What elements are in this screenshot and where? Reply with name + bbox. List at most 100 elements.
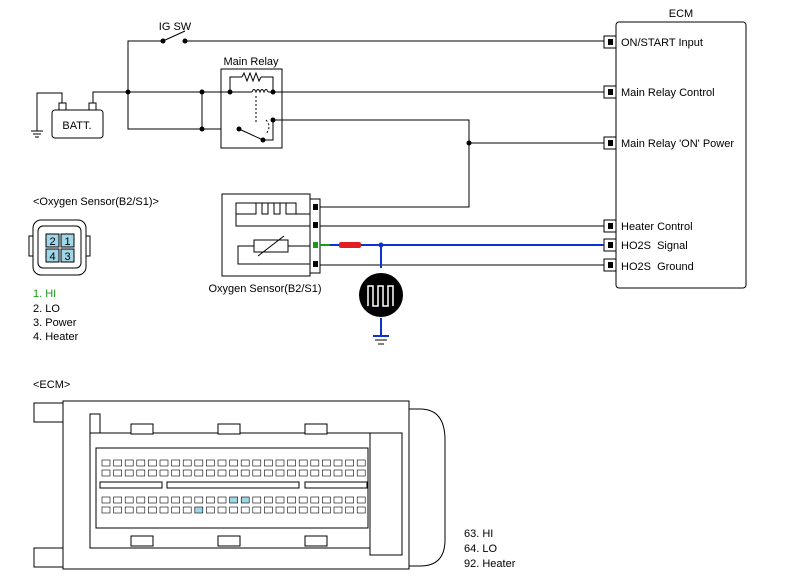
ecm-legend-64: 64. LO	[464, 543, 497, 555]
ecm-pin-cavity	[124, 506, 134, 514]
ecm-pin-cavity	[217, 469, 227, 477]
ecm-pin-cavity	[124, 459, 134, 467]
power-wires	[92, 40, 604, 130]
ecm-pin-cavity	[287, 496, 296, 504]
ecm-pin-cavity	[356, 506, 366, 514]
ecm-pin-cavity	[333, 469, 343, 477]
ig-switch: IG SW	[159, 21, 192, 44]
ecm-legend-63: 63. HI	[464, 528, 493, 540]
ecm-pin-cavity	[136, 496, 146, 504]
ecm-pin-cavity	[287, 469, 296, 477]
sensor-legend-4: 4. Heater	[33, 331, 79, 343]
relay-wires	[202, 91, 604, 208]
oxygen-sensor: Oxygen Sensor(B2/S1)	[208, 193, 322, 295]
ecm-pin-cavity	[252, 459, 262, 467]
ecm-pin-cavity	[101, 496, 111, 504]
main-relay: Main Relay	[220, 56, 283, 149]
ecm-pin-main-relay-on-power: Main Relay 'ON' Power	[621, 138, 734, 150]
ecm-pin-cavity	[217, 496, 227, 504]
ecm-connector	[33, 400, 446, 570]
ecm-pin-cavity	[345, 496, 354, 504]
ecm-pin-cavity	[333, 496, 343, 504]
ecm-pin-cavity	[264, 496, 273, 504]
ecm-pin-cavity	[194, 506, 204, 514]
ecm-pin-cavity	[333, 459, 343, 467]
ecm-pin-cavity	[252, 469, 262, 477]
ig-switch-label: IG SW	[159, 21, 192, 33]
ecm-pin-ho2s-ground: HO2S Ground	[621, 261, 694, 273]
ecm-pin-ho2s-signal: HO2S Signal	[621, 240, 688, 252]
sensor-connector: 2 1 4 3	[28, 219, 91, 276]
ecm-pin-cavity	[322, 506, 331, 514]
ecm-pin-cavity	[264, 469, 273, 477]
battery: BATT.	[51, 102, 104, 139]
ecm-pin-cavity	[275, 496, 285, 504]
ecm-pin-cavity	[206, 459, 215, 467]
oxygen-sensor-label: Oxygen Sensor(B2/S1)	[208, 283, 321, 295]
battery-label: BATT.	[62, 120, 91, 132]
ecm-pin-cavity	[159, 469, 169, 477]
ecm-box	[615, 21, 747, 289]
ecm-pin-cavity	[310, 506, 320, 514]
ecm-pin-cavity	[194, 469, 204, 477]
ecm-pin-cavity	[182, 459, 192, 467]
ecm-pin-cavity	[182, 506, 192, 514]
ecm-pin-cavity	[287, 459, 296, 467]
ecm-pin-cavity	[310, 469, 320, 477]
ecm-pin-cavity	[240, 459, 250, 467]
ecm-pin-cavity	[113, 506, 122, 514]
ecm-pin-cavity	[206, 506, 215, 514]
ecm-pin-cavity	[136, 506, 146, 514]
ecm-pin-cavity	[275, 459, 285, 467]
ecm-title: ECM	[669, 8, 693, 20]
ecm-pin-cavity	[298, 506, 308, 514]
ecm-pin-cavity	[252, 496, 262, 504]
ecm-pin-heater-control: Heater Control	[621, 221, 693, 233]
ecm-pin-cavity	[275, 469, 285, 477]
sensor-wires	[320, 225, 604, 336]
sensor-cavity-4: 4	[49, 251, 55, 263]
ecm-pin-main-relay-control: Main Relay Control	[621, 87, 715, 99]
ecm-pin-cavity	[171, 506, 180, 514]
ecm-pin-cavity	[148, 459, 157, 467]
ecm-pin-cavity	[182, 496, 192, 504]
ecm-pin-cavity	[124, 496, 134, 504]
ecm-connector-title: <ECM>	[33, 379, 70, 391]
ecm-pin-cavity	[356, 469, 366, 477]
ecm-pin-cavity	[113, 496, 122, 504]
ecm-legend-92: 92. Heater	[464, 558, 516, 570]
ecm-pin-cavity	[298, 469, 308, 477]
sensor-cavity-2: 2	[49, 236, 55, 248]
ecm-pin-cavity	[229, 506, 238, 514]
ecm-pin-on-start: ON/START Input	[621, 37, 703, 49]
ecm-pin-cavity	[194, 496, 204, 504]
ecm-pin-cavity	[217, 459, 227, 467]
ecm-pin-cavity	[240, 506, 250, 514]
ecm-pin-cavity	[287, 506, 296, 514]
ecm-pin-cavity	[217, 506, 227, 514]
sensor-cavity-1: 1	[64, 236, 70, 248]
ecm-pin-cavity	[101, 469, 111, 477]
ecm-pin-cavity	[229, 496, 238, 504]
ecm-pin-cavity	[322, 459, 331, 467]
ecm-pin-cavity	[229, 459, 238, 467]
ecm-pin-cavity	[345, 469, 354, 477]
ecm-pin-cavity	[264, 506, 273, 514]
ecm-pin-cavity	[229, 469, 238, 477]
ecm-pin-cavity	[136, 459, 146, 467]
ecm-pin-cavity	[252, 506, 262, 514]
sensor-legend-1: 1. HI	[33, 288, 56, 300]
sensor-legend-2: 2. LO	[33, 303, 60, 315]
ecm-pin-cavity	[356, 496, 366, 504]
ecm-pin-cavity	[240, 496, 250, 504]
ecm-pin-cavity	[206, 496, 215, 504]
ecm-pin-cavity	[148, 506, 157, 514]
ecm-pin-cavity	[275, 506, 285, 514]
ecm-pin-cavity	[171, 496, 180, 504]
ecm-pin-cavity	[356, 459, 366, 467]
ecm-pin-cavity	[148, 496, 157, 504]
ecm-pin-cavity	[322, 469, 331, 477]
sensor-connector-title: <Oxygen Sensor(B2/S1)>	[33, 196, 159, 208]
ecm-pin-cavity	[264, 459, 273, 467]
ecm-pin-cavity	[206, 469, 215, 477]
